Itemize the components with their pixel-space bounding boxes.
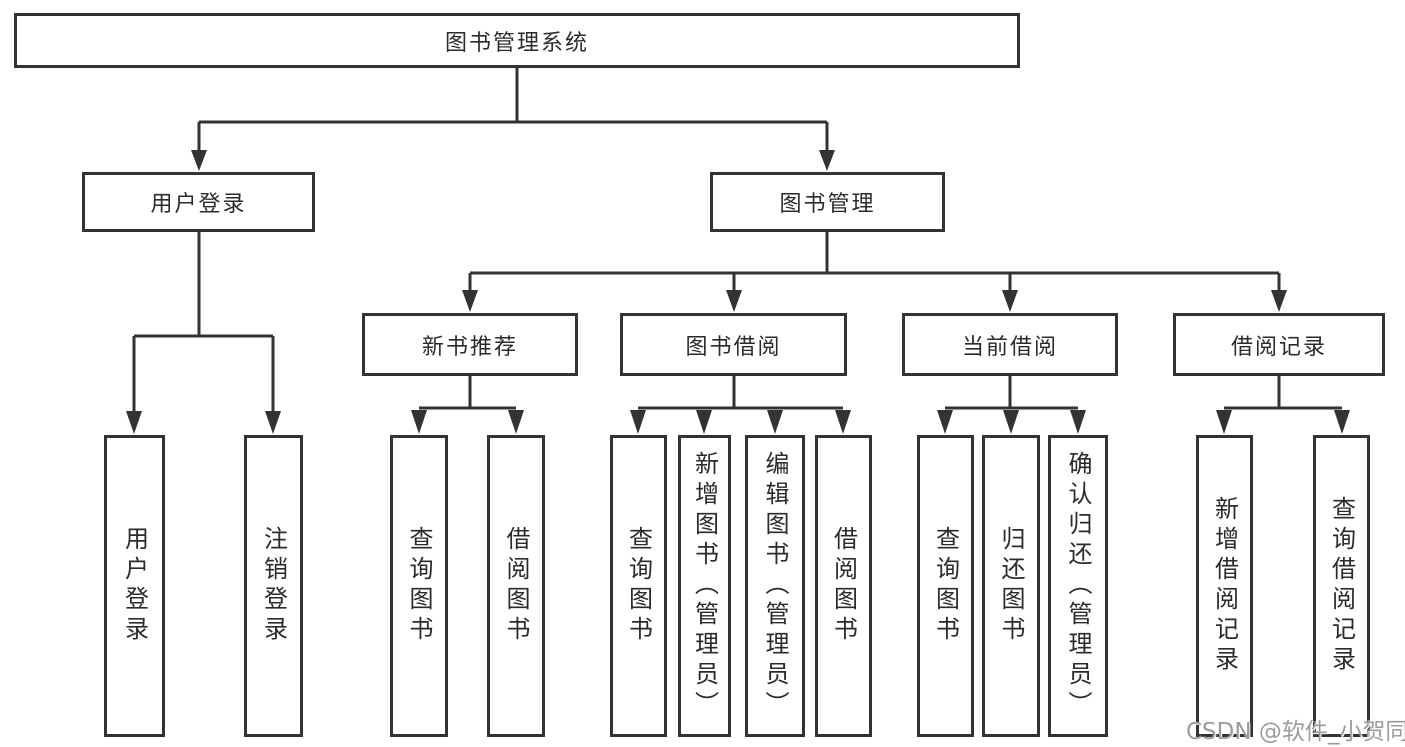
node-current-borrowing: 当前借阅 (902, 313, 1118, 376)
node-confirm-return-admin: 确认归还（管理员） (1048, 435, 1108, 737)
node-book-management-label: 图书管理 (779, 192, 876, 217)
node-add-borrow-record-label: 新增借阅记录 (1210, 496, 1239, 676)
node-confirm-return-admin-label: 确认归还（管理员） (1064, 451, 1092, 721)
node-add-book-admin-label: 新增图书（管理员） (690, 451, 719, 721)
node-query-books-recommend-label: 查询图书 (405, 526, 433, 646)
node-logout-action: 注销登录 (244, 435, 303, 737)
node-query-borrow-record: 查询借阅记录 (1313, 435, 1370, 737)
node-borrow-books-borrow: 借阅图书 (815, 435, 872, 737)
node-return-books: 归还图书 (982, 435, 1040, 737)
node-query-books-current: 查询图书 (917, 435, 974, 737)
node-query-borrow-record-label: 查询借阅记录 (1327, 496, 1356, 676)
node-new-book-recommendation: 新书推荐 (362, 313, 578, 376)
node-book-borrowing-label: 图书借阅 (685, 334, 782, 360)
node-edit-book-admin: 编辑图书（管理员） (745, 435, 805, 737)
node-query-books-current-label: 查询图书 (931, 526, 960, 646)
node-borrow-books-recommend: 借阅图书 (487, 435, 545, 737)
node-return-books-label: 归还图书 (997, 526, 1025, 646)
node-borrowing-records: 借阅记录 (1173, 313, 1385, 376)
node-book-borrowing: 图书借阅 (620, 313, 847, 376)
node-logout-action-label: 注销登录 (259, 526, 288, 646)
node-user-login-label: 用户登录 (150, 192, 247, 217)
node-new-book-recommendation-label: 新书推荐 (421, 334, 518, 360)
node-add-book-admin: 新增图书（管理员） (678, 435, 731, 737)
node-book-management: 图书管理 (710, 172, 945, 232)
node-borrow-books-recommend-label: 借阅图书 (502, 526, 530, 646)
node-user-login: 用户登录 (82, 172, 315, 232)
node-add-borrow-record: 新增借阅记录 (1196, 435, 1253, 737)
node-edit-book-admin-label: 编辑图书（管理员） (761, 451, 789, 721)
node-query-books-borrow-label: 查询图书 (624, 526, 653, 646)
watermark-text: CSDN @软件_小贺同学 (1186, 719, 1405, 745)
node-borrowing-records-label: 借阅记录 (1230, 334, 1327, 360)
node-borrow-books-borrow-label: 借阅图书 (829, 526, 858, 646)
node-root: 图书管理系统 (14, 13, 1020, 68)
node-user-login-action: 用户登录 (104, 435, 165, 737)
node-user-login-action-label: 用户登录 (120, 526, 149, 646)
node-query-books-recommend: 查询图书 (390, 435, 448, 737)
node-root-label: 图书管理系统 (444, 30, 589, 56)
node-query-books-borrow: 查询图书 (610, 435, 667, 737)
node-current-borrowing-label: 当前借阅 (961, 334, 1058, 360)
